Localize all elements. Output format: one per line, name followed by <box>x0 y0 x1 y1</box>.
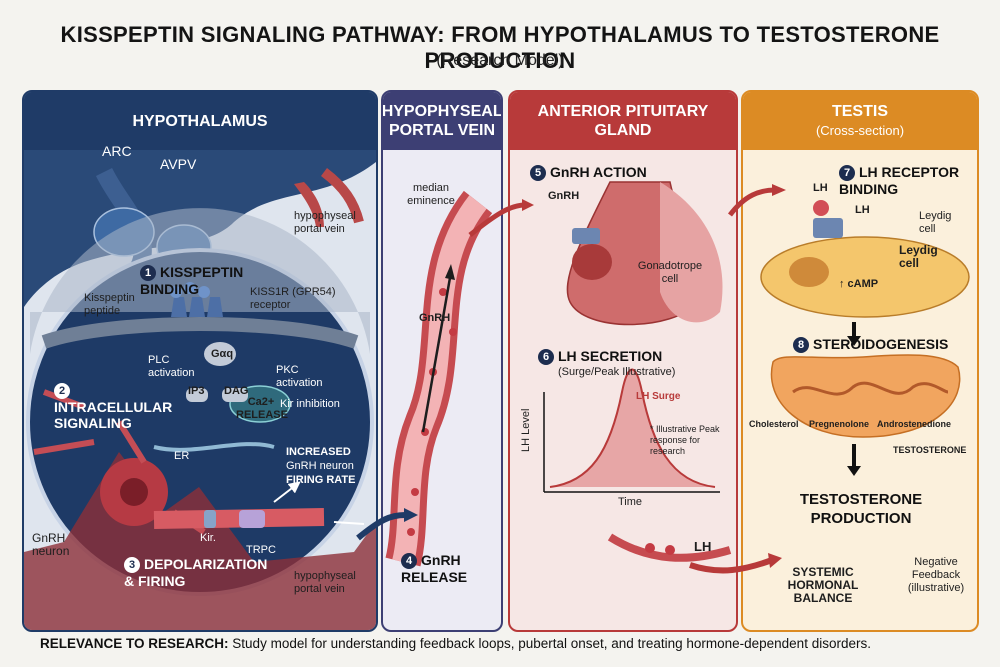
arc-label: ARC <box>102 143 132 159</box>
gnrh-neuron-label: GnRH neuron <box>32 531 70 558</box>
lh-surge-label: LH Surge <box>636 391 681 402</box>
avpv-label: AVPV <box>160 156 197 172</box>
median-eminence-label: median eminence <box>407 182 455 207</box>
footer-label: RELEVANCE TO RESEARCH: <box>40 636 229 651</box>
trpc-label: TRPC <box>246 544 276 556</box>
lh-level-axis-label: LH Level <box>520 408 532 452</box>
camp-label: ↑ cAMP <box>839 278 879 290</box>
pituitary-header: ANTERIOR PITUITARY GLAND <box>537 103 709 139</box>
pituitary-illustration <box>510 92 736 562</box>
page-title: KISSPEPTIN SIGNALING PATHWAY: FROM HYPOT… <box>60 22 940 73</box>
hypothalamus-illustration <box>24 92 376 630</box>
firing-rate-label: FIRING RATE <box>286 474 356 486</box>
portal-vein-panel: HYPOPHYSEAL PORTAL VEIN median eminence … <box>381 90 503 632</box>
hypothalamus-panel: HYPOTHALAMUS ARC AVPV hypophyseal portal… <box>22 90 378 632</box>
plc-label: PLC activation <box>148 354 195 379</box>
testis-header: TESTIS(Cross-section) <box>815 103 905 138</box>
testosterone-production-label: TESTOSTERONE PRODUCTION <box>799 491 923 527</box>
gaq-label: Gαq <box>211 348 234 360</box>
lh-receptor-label-2: LH <box>855 204 870 216</box>
androstenedione-label: Androstenedione <box>877 419 952 429</box>
kisspeptin-label: Kisspeptin peptide <box>84 292 135 317</box>
step6-subtitle: (Surge/Peak Illustrative) <box>558 366 676 378</box>
testis-illustration <box>743 92 977 476</box>
portal-vein-top-label: hypophyseal portal vein <box>294 210 356 235</box>
gnrh-neuron-firing-label: GnRH neuron <box>286 460 354 472</box>
time-axis-label: Time <box>618 496 643 508</box>
pkc-label: PKC activation <box>276 364 323 389</box>
pregnenolone-label: Pregnenolone <box>809 419 870 429</box>
kir-label: Kir. <box>200 532 216 544</box>
pituitary-lh-label: LH <box>694 539 712 554</box>
systemic-balance-label: SYSTEMIC HORMONAL BALANCE <box>787 565 859 605</box>
increased-label: INCREASED <box>286 446 351 458</box>
lh-receptor-label-1: LH <box>813 182 828 194</box>
dag-label: DAG <box>224 385 249 397</box>
leydig-cell-small-label: Leydig cell <box>919 210 952 235</box>
page-subtitle: (Research Model) <box>436 52 564 69</box>
portal-gnrh-label: GnRH <box>419 312 451 324</box>
kir-inhibition-label: Kir inhibition <box>280 398 340 410</box>
pituitary-gnrh-label: GnRH <box>548 190 580 202</box>
footer-text: Study model for understanding feedback l… <box>232 636 871 651</box>
research-relevance-footer: RELEVANCE TO RESEARCH: Study model for u… <box>40 636 871 651</box>
ip3-label: IP3 <box>188 385 205 397</box>
portal-vein-illustration <box>383 92 501 567</box>
leydig-cell-label: Leydig cell <box>899 243 938 270</box>
er-label: ER <box>174 450 190 462</box>
hypothalamus-header: HYPOTHALAMUS <box>132 112 268 130</box>
negative-feedback-label: Negative Feedback (illustrative) <box>907 556 965 594</box>
step2-title: 2INTRACELLULAR SIGNALING <box>54 383 173 431</box>
portal-vein-header: HYPOPHYSEAL PORTAL VEIN <box>381 103 503 139</box>
ca-release-label: Ca2+ RELEASE <box>236 396 288 421</box>
gonadotrope-label: Gonadotrope cell <box>637 260 703 285</box>
testosterone-small-label: TESTOSTERONE <box>893 445 967 455</box>
portal-vein-bottom-label: hypophyseal portal vein <box>294 570 356 595</box>
surge-note: * Illustrative Peak response for researc… <box>650 424 720 456</box>
receptor-label: KISS1R (GPR54) receptor <box>250 286 336 311</box>
cholesterol-label: Cholesterol <box>749 419 799 429</box>
